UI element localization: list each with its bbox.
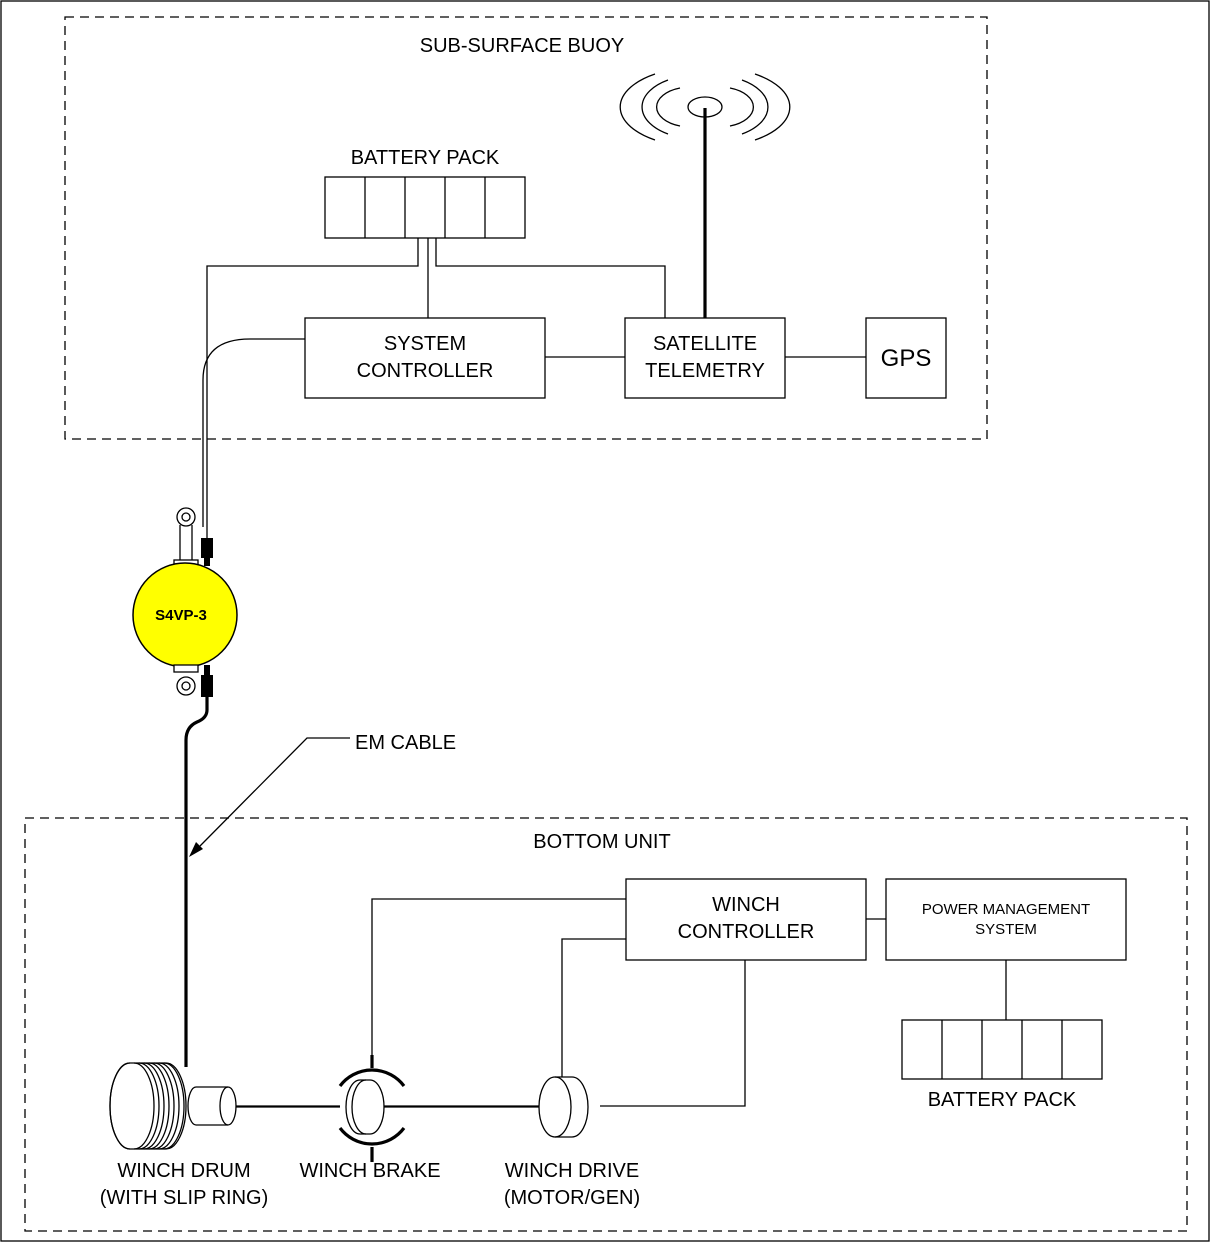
satellite-telemetry-label-line2: TELEMETRY [645, 360, 765, 382]
system-controller-label-line1: SYSTEM [384, 333, 466, 355]
winch-drum-label-line2: (WITH SLIP RING) [100, 1187, 269, 1209]
winch-drum-label-line1: WINCH DRUM [117, 1160, 250, 1182]
winch-brake-label: WINCH BRAKE [299, 1160, 440, 1182]
em-cable [184, 697, 209, 842]
system-controller-label-line2: CONTROLLER [357, 360, 494, 382]
drive-shaft [236, 1105, 540, 1108]
bottom-shackle-icon [173, 664, 199, 696]
power-management-label-line1: POWER MANAGEMENT [922, 901, 1090, 918]
gps-box [865, 317, 947, 399]
gps-label: GPS [881, 345, 932, 372]
power-management-box [885, 878, 1127, 961]
buoy-battery-pack-label: BATTERY PACK [351, 147, 500, 169]
buoy-title: SUB-SURFACE BUOY [420, 35, 624, 57]
winch-controller-box [625, 878, 867, 961]
satellite-telemetry-box [624, 317, 786, 399]
winch-drive-label-line1: WINCH DRIVE [505, 1160, 639, 1182]
winch-drum-icon [109, 1062, 237, 1150]
winch-drive-icon [538, 1076, 589, 1138]
buoy-power-wiring [202, 238, 666, 527]
top-shackle-icon [173, 507, 199, 568]
winch-controller-label-line2: CONTROLLER [678, 921, 815, 943]
bottom-unit-group: BOTTOM UNIT WINCH CONTROLLER POWER MANAG… [24, 817, 1188, 1232]
subsurface-buoy-group: SUB-SURFACE BUOY BATTERY PACK SYSTEM CON… [64, 16, 988, 527]
s4vp-instrument: S4VP-3 [132, 507, 238, 697]
s4vp-label: S4VP-3 [155, 607, 207, 624]
bottom-battery-pack-label: BATTERY PACK [928, 1089, 1077, 1111]
bottom-connector-icon [201, 665, 213, 697]
antenna-icon [619, 73, 791, 318]
bottom-unit-title: BOTTOM UNIT [533, 831, 670, 853]
satellite-telemetry-label-line1: SATELLITE [653, 333, 757, 355]
em-cable-label: EM CABLE [355, 732, 456, 754]
power-management-label-line2: SYSTEM [975, 921, 1037, 938]
system-controller-box [304, 317, 546, 399]
winch-controller-label-line1: WINCH [712, 894, 780, 916]
winch-control-wiring [371, 898, 746, 1107]
buoy-boundary [64, 16, 988, 440]
top-connector-icon [201, 527, 213, 566]
winch-brake-icon [338, 1055, 406, 1162]
winch-drive-label-line2: (MOTOR/GEN) [504, 1187, 640, 1209]
buoy-battery-pack [324, 176, 526, 239]
em-cable-pointer [189, 737, 350, 857]
bottom-battery-pack [901, 1019, 1103, 1080]
bottom-unit-boundary [24, 817, 1188, 1232]
